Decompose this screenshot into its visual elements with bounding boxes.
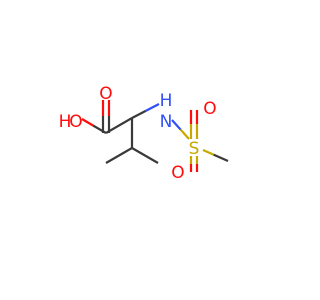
bond-s-methyl: [202, 148, 229, 163]
atom-o-sulfonyl-bottom: O: [171, 163, 184, 183]
bond-cbeta-methyl-right: [131, 147, 159, 164]
bond-ccarboxyl-oh-o: [81, 118, 94, 127]
molecule-structure: O O H N H S O O: [59, 84, 229, 183]
atom-h-amide: H: [160, 91, 173, 111]
atom-o-carbonyl: O: [99, 84, 112, 104]
atom-h-hydroxyl: H: [59, 112, 72, 132]
bond-calpha-n: [131, 103, 160, 119]
atom-o-hydroxyl: O: [69, 112, 82, 132]
atom-s-sulfonyl: S: [189, 139, 200, 159]
atom-o-sulfonyl-top: O: [203, 99, 216, 119]
atom-n-amide: N: [160, 112, 173, 132]
bond-n-s: [171, 119, 190, 140]
bond-cbeta-methyl-left: [105, 147, 133, 164]
molecule-canvas: O O H N H S O O: [58, 84, 229, 183]
bond-ccarboxyl-oh: [92, 124, 107, 134]
bond-calpha-ccarboxyl: [105, 117, 133, 134]
